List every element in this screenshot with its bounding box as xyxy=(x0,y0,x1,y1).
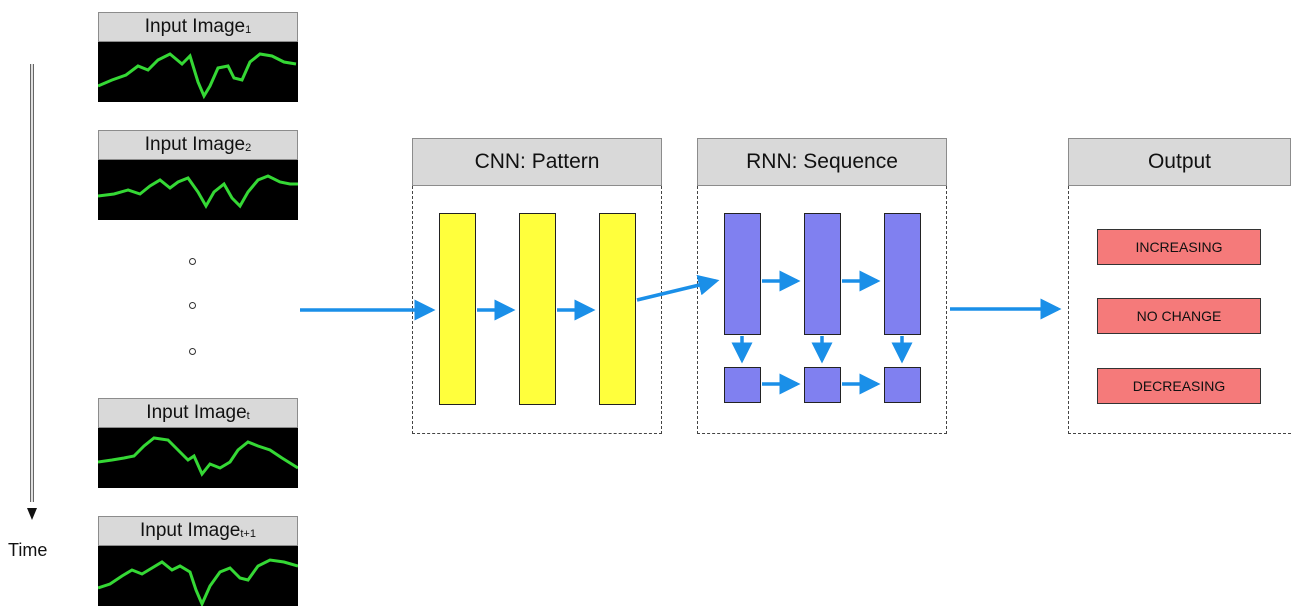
rnn-output-cell-1 xyxy=(724,367,761,403)
input-image-card-t-plus-1: Input Imaget+1 xyxy=(98,516,298,606)
cnn-layer-2 xyxy=(519,213,556,405)
output-panel-header: Output xyxy=(1068,138,1291,186)
output-class-no-change: NO CHANGE xyxy=(1097,298,1261,334)
rnn-panel xyxy=(697,186,947,434)
cnn-to-rnn-arrow xyxy=(636,274,720,302)
cnn-layer-3 xyxy=(599,213,636,405)
ellipsis-dot xyxy=(189,348,196,355)
rnn-hidden-cell-1 xyxy=(724,213,761,335)
input-image-title: Input Image2 xyxy=(98,130,298,160)
rnn-output-cell-3 xyxy=(884,367,921,403)
input-image-card-t: Input Imaget xyxy=(98,398,298,488)
signal-plot xyxy=(98,546,298,606)
input-image-card-1: Input Image1 xyxy=(98,12,298,102)
input-image-card-2: Input Image2 xyxy=(98,130,298,220)
ellipsis-dot xyxy=(189,258,196,265)
signal-plot xyxy=(98,42,298,102)
input-image-title: Input Imaget xyxy=(98,398,298,428)
output-class-increasing: INCREASING xyxy=(1097,229,1261,265)
output-class-decreasing: DECREASING xyxy=(1097,368,1261,404)
time-axis-label: Time xyxy=(8,540,48,560)
cnn-panel-header: CNN: Pattern xyxy=(412,138,662,186)
signal-plot xyxy=(98,428,298,488)
signal-plot xyxy=(98,160,298,220)
input-image-title: Input Imaget+1 xyxy=(98,516,298,546)
input-image-title: Input Image1 xyxy=(98,12,298,42)
time-axis-arrow xyxy=(27,64,37,520)
rnn-output-cell-2 xyxy=(804,367,841,403)
rnn-panel-header: RNN: Sequence xyxy=(697,138,947,186)
rnn-hidden-cell-3 xyxy=(884,213,921,335)
rnn-hidden-cell-2 xyxy=(804,213,841,335)
ellipsis-dot xyxy=(189,302,196,309)
cnn-layer-1 xyxy=(439,213,476,405)
output-panel xyxy=(1068,186,1291,434)
